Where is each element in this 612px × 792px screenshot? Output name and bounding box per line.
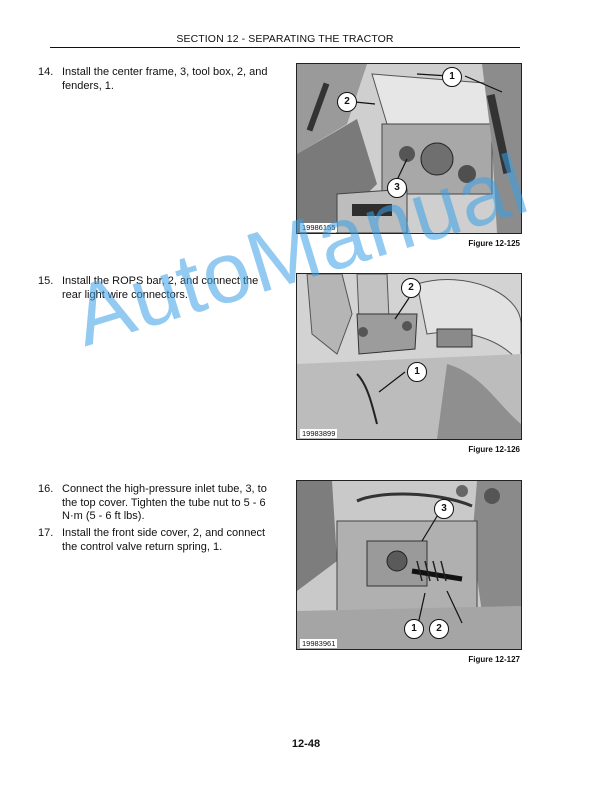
figure-caption: Figure 12-125 <box>468 239 520 248</box>
callout-1: 1 <box>404 619 424 639</box>
callout-2: 2 <box>429 619 449 639</box>
step-number: 15. <box>38 275 54 287</box>
figure-12-126-illustration <box>297 274 521 439</box>
figure-12-125-illustration <box>297 64 521 233</box>
callout-3: 3 <box>434 499 454 519</box>
figure-caption: Figure 12-127 <box>468 655 520 664</box>
figure-12-127-photo: 3 1 2 19983961 <box>296 480 522 650</box>
photo-id: 19983899 <box>300 429 338 438</box>
section-header: SECTION 12 - SEPARATING THE TRACTOR <box>176 33 394 45</box>
step-text: Install the ROPS bar, 2, and connect the… <box>62 275 259 301</box>
figure-12-126-photo: 2 1 19983899 <box>296 273 522 440</box>
step-text: Install the center frame, 3, tool box, 2… <box>62 66 268 92</box>
step-text: Connect the high-pressure inlet tube, 3,… <box>62 483 267 522</box>
callout-2: 2 <box>337 92 357 112</box>
figure-12-125-photo: 1 2 3 19986155 <box>296 63 522 234</box>
figure-12-127-illustration <box>297 481 521 649</box>
step-number: 14. <box>38 66 54 78</box>
callout-3: 3 <box>387 178 407 198</box>
step-number: 16. <box>38 483 54 495</box>
page-number: 12-48 <box>291 738 321 750</box>
step-text: Install the front side cover, 2, and con… <box>62 527 266 553</box>
photo-id: 19986155 <box>300 223 338 232</box>
callout-1: 1 <box>407 362 427 382</box>
photo-id: 19983961 <box>300 639 338 648</box>
figure-caption: Figure 12-126 <box>468 445 520 454</box>
header-divider <box>50 47 520 48</box>
callout-1: 1 <box>442 67 462 87</box>
callout-2: 2 <box>401 278 421 298</box>
step-number: 17. <box>38 527 54 539</box>
